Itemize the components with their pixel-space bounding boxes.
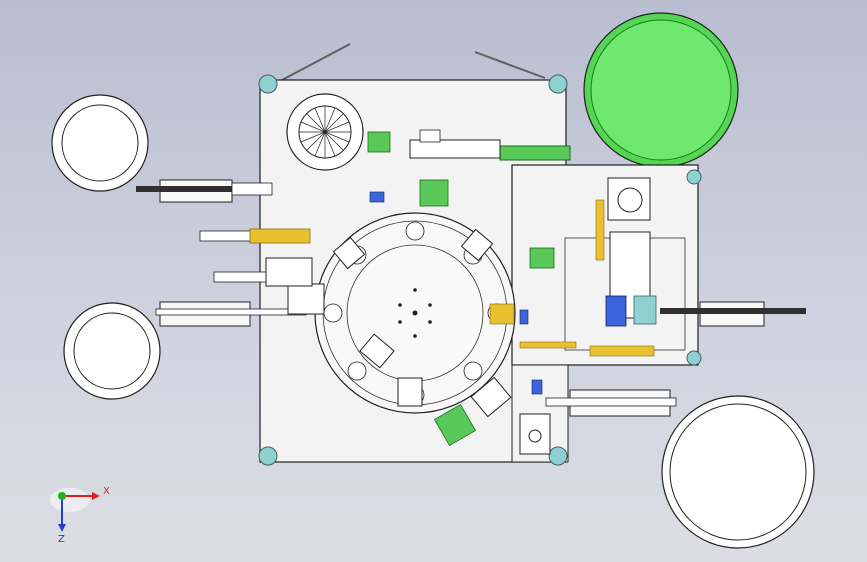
left-cylinder-lower[interactable] (155, 301, 307, 327)
right-cylinder[interactable] (660, 301, 806, 327)
tray-bottom-right[interactable] (661, 395, 815, 549)
right-press-station[interactable] (564, 177, 686, 357)
lower-right-station[interactable] (519, 413, 551, 455)
yellow-parts (489, 303, 577, 349)
tray-green-top-right[interactable] (583, 12, 739, 168)
x-axis-label: X (103, 486, 110, 497)
tray-bottom-left[interactable] (63, 302, 161, 400)
corner-feet (258, 74, 702, 466)
guide-rods (281, 43, 546, 81)
top-conveyor[interactable] (409, 129, 571, 161)
gripper-stations[interactable] (265, 228, 512, 418)
green-blocks (367, 131, 555, 447)
left-cylinder-middle[interactable] (199, 228, 311, 283)
z-axis-label: Z (58, 534, 65, 545)
tray-top-left[interactable] (51, 94, 149, 192)
left-cylinder-upper[interactable] (136, 179, 273, 203)
right-lower-cylinder[interactable] (545, 389, 677, 417)
coordinate-triad-icon: X Z (50, 486, 110, 545)
vibratory-feeder-wheel[interactable] (286, 93, 364, 171)
